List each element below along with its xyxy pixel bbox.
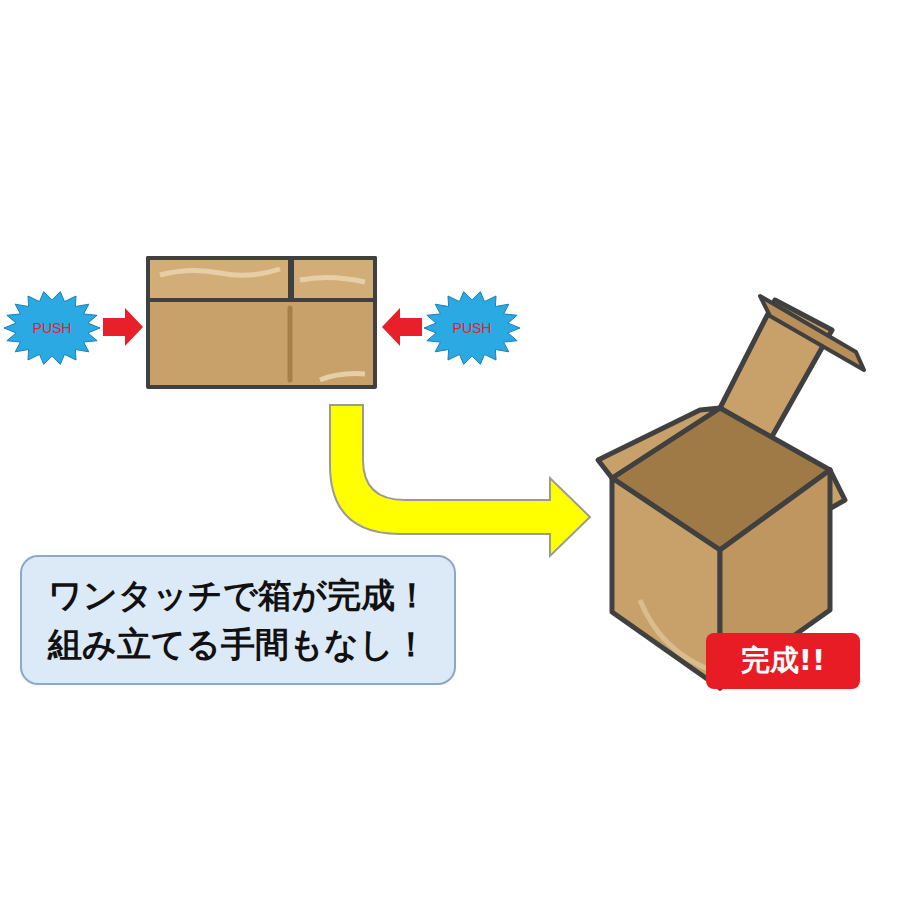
flow-arrow (330, 405, 590, 556)
flat-box (148, 258, 375, 387)
fold-line (288, 308, 293, 380)
push-arrow (103, 308, 143, 346)
note-text: ワンタッチで箱が完成！ 組み立てる手間もなし！ (44, 571, 432, 670)
push-label: PUSH (453, 320, 492, 336)
done-badge: 完成!! (706, 633, 860, 689)
push-arrow (382, 308, 422, 346)
note-box: ワンタッチで箱が完成！ 組み立てる手間もなし！ (20, 555, 456, 685)
push-burst: PUSH (424, 291, 520, 365)
texture (160, 269, 365, 380)
push-burst: PUSH (4, 291, 100, 365)
open-box (598, 296, 864, 688)
push-label: PUSH (33, 320, 72, 336)
texture (640, 600, 710, 670)
badge-text: 完成!! (741, 641, 825, 681)
